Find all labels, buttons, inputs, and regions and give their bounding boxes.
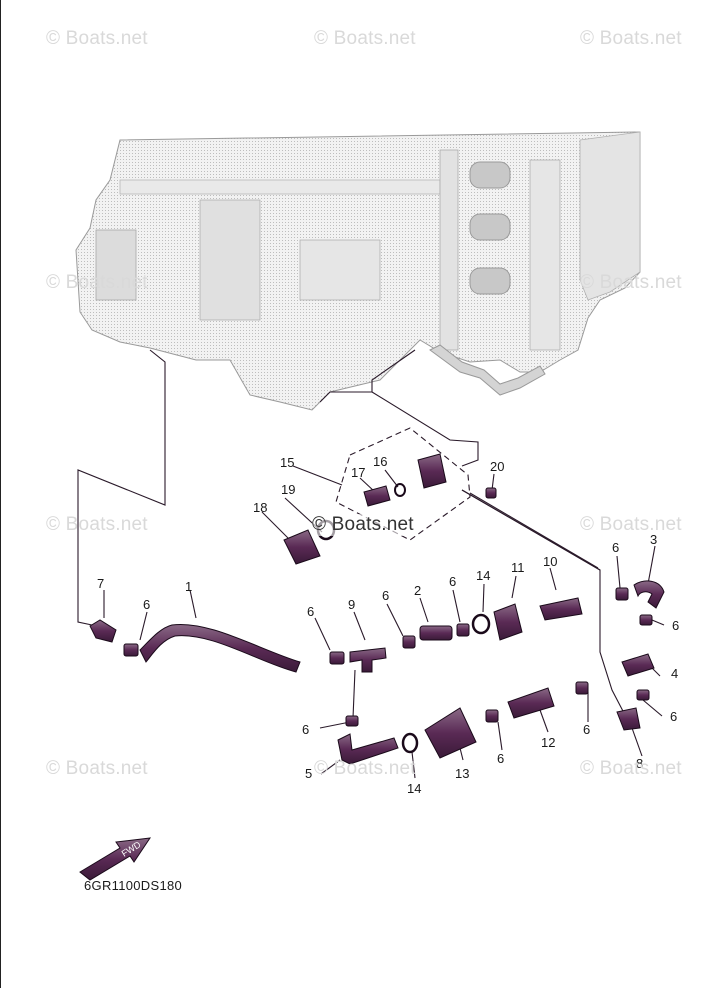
watermark: © Boats.net [46, 514, 148, 535]
watermark: © Boats.net [580, 514, 682, 535]
callout-6c: 6 [382, 588, 389, 603]
callout-15: 15 [280, 455, 294, 470]
callout-2: 2 [414, 583, 421, 598]
part-13-filter [424, 707, 477, 759]
callout-7: 7 [97, 576, 104, 591]
callout-12: 12 [541, 735, 555, 750]
callout-14a: 14 [476, 568, 490, 583]
callout-6b: 6 [307, 604, 314, 619]
watermark: © Boats.net [312, 514, 414, 536]
callout-3: 3 [650, 532, 657, 547]
part-15-assembly [417, 453, 447, 489]
diagram-code: 6GR1100DS180 [84, 878, 183, 893]
callout-6h: 6 [583, 722, 590, 737]
engine-block-illustration [75, 131, 641, 411]
callout-13: 13 [455, 766, 469, 781]
part-11-filter [493, 603, 523, 641]
part-6-clip [123, 643, 139, 657]
part-6-clip-g [636, 689, 650, 701]
part-2-hose [419, 625, 453, 641]
part-6-clip-b [329, 651, 345, 665]
watermark: © Boats.net [46, 758, 148, 779]
watermark: © Boats.net [580, 758, 682, 779]
callout-4: 4 [671, 666, 678, 681]
callout-6d: 6 [449, 574, 456, 589]
callout-6a: 6 [143, 597, 150, 612]
part-6-clip-c [402, 635, 416, 649]
watermark: © Boats.net [46, 272, 148, 293]
fwd-arrow: FWD [79, 837, 152, 881]
callout-6j: 6 [302, 722, 309, 737]
callout-5: 5 [305, 766, 312, 781]
part-1-hose [139, 623, 301, 673]
part-9-tee [349, 647, 387, 673]
callout-6e: 6 [612, 540, 619, 555]
callout-14b: 14 [407, 781, 421, 796]
callout-6f: 6 [672, 618, 679, 633]
part-10-valve [539, 597, 583, 621]
part-5-hose [337, 733, 399, 765]
callout-17: 17 [351, 465, 365, 480]
callout-9: 9 [348, 597, 355, 612]
callout-6g: 6 [670, 709, 677, 724]
callout-10: 10 [543, 554, 557, 569]
watermark: © Boats.net [46, 28, 148, 49]
part-16-ring [394, 483, 406, 497]
leader-lines [77, 349, 665, 779]
callout-18: 18 [253, 500, 267, 515]
part-6-clip-j [345, 715, 359, 727]
callout-1: 1 [185, 579, 192, 594]
callout-16: 16 [373, 454, 387, 469]
part-20-bolt [485, 487, 497, 499]
part-12-valve [507, 687, 555, 719]
part-14-ring-b [401, 732, 419, 754]
part-18-filter [283, 529, 321, 565]
part-4-hose [621, 653, 655, 677]
callout-20: 20 [490, 459, 504, 474]
part-17-connector [363, 485, 391, 507]
watermark: © Boats.net [314, 28, 416, 49]
callout-8: 8 [636, 756, 643, 771]
callout-11: 11 [511, 560, 525, 575]
part-6-clip-d [456, 623, 470, 637]
callout-6i: 6 [497, 751, 504, 766]
part-3-elbow [633, 580, 665, 609]
part-6-clip-i [485, 709, 499, 723]
parts-group [89, 453, 665, 765]
part-14-ring [471, 613, 491, 635]
callout-labels: 1 2 3 4 5 6 6 6 6 6 6 6 6 6 6 7 8 9 10 1… [97, 454, 679, 796]
part-6-clip-h [575, 681, 589, 695]
callout-19: 19 [281, 482, 295, 497]
part-6-clip-f [639, 614, 653, 626]
watermark: © Boats.net [580, 272, 682, 293]
watermark: © Boats.net [314, 758, 416, 779]
part-8-fitting [616, 707, 641, 731]
part-6-clip-e [615, 587, 629, 601]
watermark: © Boats.net [580, 28, 682, 49]
part-7-fitting [89, 619, 117, 643]
